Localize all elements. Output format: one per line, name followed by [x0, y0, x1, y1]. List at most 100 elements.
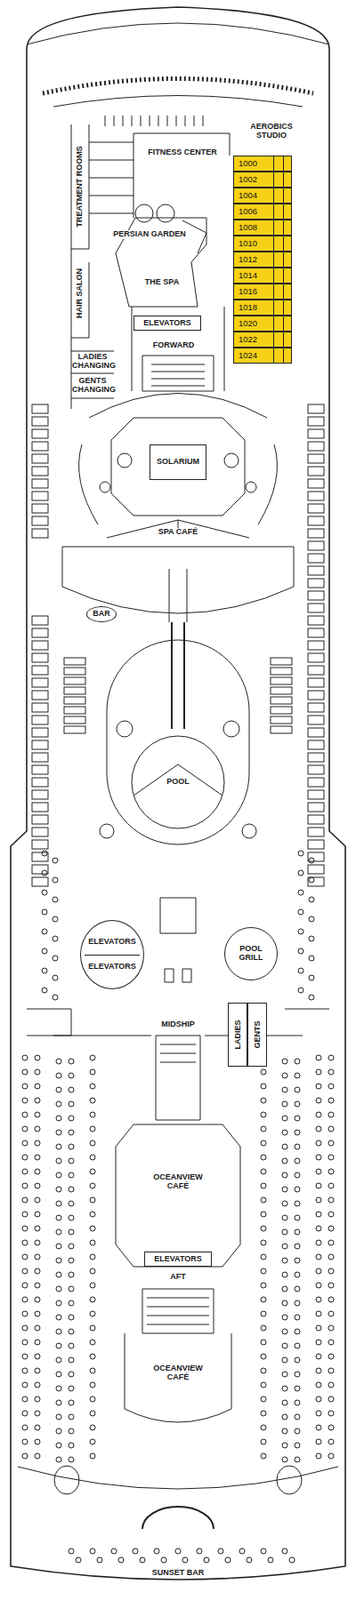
deck-furniture — [32, 492, 49, 502]
seat — [68, 1188, 74, 1194]
seat — [260, 1341, 267, 1347]
seat — [161, 1559, 167, 1565]
seat — [68, 1401, 74, 1408]
area-label: SUNSET BAR — [151, 1570, 205, 1580]
deck-furniture — [32, 716, 49, 726]
seat — [294, 1230, 300, 1237]
seat — [328, 1184, 334, 1190]
seat — [22, 1341, 28, 1347]
cabin-divider — [273, 172, 275, 187]
stair-steps — [151, 364, 205, 387]
bow-inner — [53, 96, 303, 108]
seat — [89, 1184, 96, 1190]
room-box: ELEVATORS — [144, 1253, 212, 1269]
deck-furniture — [307, 728, 324, 738]
deck-furniture — [307, 865, 324, 875]
seat — [89, 1127, 96, 1133]
seat — [34, 1284, 41, 1290]
seat — [89, 1198, 96, 1205]
seat — [260, 1426, 267, 1433]
seat — [22, 1412, 28, 1418]
seat — [56, 1102, 62, 1109]
seat — [328, 1056, 334, 1062]
seat — [22, 1056, 28, 1062]
hot-tub — [242, 825, 257, 840]
seat — [68, 1059, 74, 1066]
seat — [68, 1415, 74, 1422]
deck-furniture — [32, 853, 49, 863]
seat — [34, 1198, 41, 1205]
seat — [328, 1440, 334, 1447]
seat — [282, 1444, 288, 1450]
seat — [260, 1326, 267, 1333]
seat — [298, 890, 304, 897]
hot-tub — [276, 1467, 302, 1497]
seat — [282, 1230, 288, 1237]
seat — [68, 1230, 74, 1237]
deck-furniture — [270, 687, 292, 696]
area-label: OCEANVIEW CAFÉ — [151, 1174, 205, 1193]
seat — [89, 1426, 96, 1433]
deck-furniture — [307, 803, 324, 813]
seat — [56, 1259, 62, 1265]
cabin-divider — [273, 204, 275, 219]
seat — [260, 1227, 267, 1233]
seat — [315, 1383, 322, 1390]
seat — [294, 1059, 300, 1066]
seat — [282, 1202, 288, 1208]
seat — [260, 1270, 267, 1276]
seat — [22, 1127, 28, 1133]
seat — [282, 1344, 288, 1351]
seat — [68, 1387, 74, 1393]
seat — [34, 1426, 41, 1433]
seat — [22, 1227, 28, 1233]
seat — [56, 1173, 62, 1180]
seat — [22, 1440, 28, 1447]
seat — [34, 1184, 41, 1190]
room-box: LADIES — [227, 1003, 248, 1068]
cabin-divider — [283, 252, 284, 267]
seat — [89, 1170, 96, 1176]
seat — [294, 1273, 300, 1279]
room-name: GENTS — [252, 1021, 262, 1050]
seat — [89, 1355, 96, 1361]
seat — [315, 1440, 322, 1447]
deck-furniture — [307, 454, 324, 464]
seat — [22, 1156, 28, 1162]
seat — [315, 1127, 322, 1133]
forward-stair — [131, 307, 225, 392]
seat — [34, 1398, 41, 1404]
seat — [34, 1298, 41, 1304]
seat — [308, 917, 315, 923]
seat — [89, 1369, 96, 1376]
seat — [56, 1458, 62, 1465]
seat — [260, 1312, 267, 1319]
sunset-bar-counter — [142, 1508, 214, 1531]
seat — [260, 1141, 267, 1148]
deck-furniture — [32, 454, 49, 464]
hull-outline — [10, 7, 346, 1582]
seat — [260, 1241, 267, 1247]
seat — [89, 1341, 96, 1347]
seat — [282, 1173, 288, 1180]
seat — [315, 1198, 322, 1205]
seat — [298, 910, 304, 916]
cabin-box: 1012 — [233, 251, 292, 268]
seat — [52, 917, 58, 923]
seat — [52, 858, 58, 865]
seat — [89, 1113, 96, 1119]
spa-walls — [71, 124, 114, 410]
seat — [22, 1369, 28, 1376]
seat — [22, 1284, 28, 1290]
seat — [328, 1198, 334, 1205]
deck-furniture — [32, 828, 49, 838]
aft-rail — [17, 1468, 339, 1491]
room-box: GENTS — [247, 1003, 267, 1068]
area-label: HAIR SALON — [75, 268, 85, 319]
seat — [175, 1550, 181, 1556]
seat — [68, 1245, 74, 1251]
deck-furniture — [307, 542, 324, 551]
seat — [315, 1227, 322, 1233]
seat — [68, 1330, 74, 1336]
seat — [294, 1359, 300, 1365]
